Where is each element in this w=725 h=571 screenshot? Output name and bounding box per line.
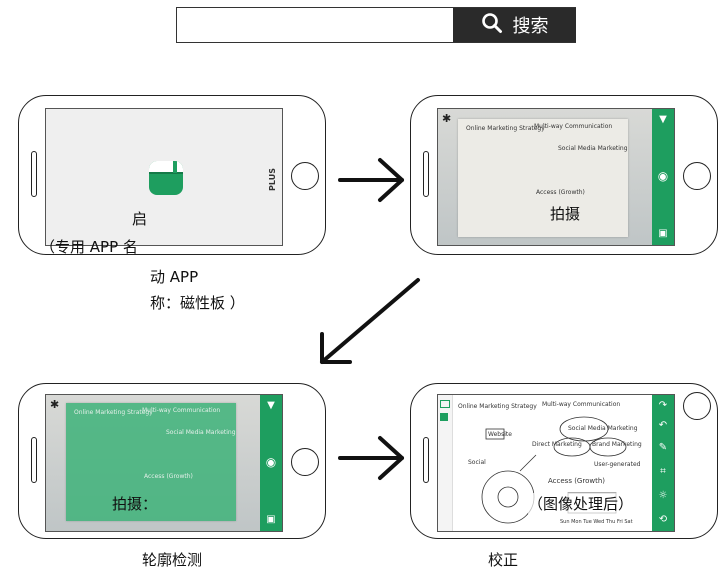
rotate-icon[interactable]: ⟲ xyxy=(658,514,668,525)
app-side-text: PLUS xyxy=(268,168,278,191)
caption-launch-line4: 称：磁性板 ） xyxy=(150,294,245,312)
contour-overlay-label: 拍摄： xyxy=(112,495,158,513)
search-input[interactable] xyxy=(177,8,452,42)
home-button xyxy=(291,448,319,476)
phone-speaker-slot xyxy=(31,151,37,197)
camera-sidebar: ▼ ◉ ▣ xyxy=(652,109,674,245)
caption-contour: 轮廓检测 xyxy=(142,551,203,569)
search-icon xyxy=(481,12,503,39)
caption-correction: 校正 xyxy=(488,551,519,569)
camera-shutter-icon[interactable]: ◉ xyxy=(657,169,669,183)
phone-screen: ✱ Online Marketing Strategy Multi-way Co… xyxy=(437,108,675,246)
phone-screen: ✱ Online Marketing Strategy Multi-way Co… xyxy=(45,394,283,532)
search-button-label: 搜索 xyxy=(512,16,549,37)
phone-screen: PLUS xyxy=(45,108,283,246)
phone-step-launch: PLUS xyxy=(18,95,326,255)
left-toolbar xyxy=(438,395,453,531)
processed-label: （图像处理后） xyxy=(528,493,634,514)
app-icon[interactable] xyxy=(149,161,183,195)
layers-icon[interactable] xyxy=(440,400,450,408)
phone-screen: Online Marketing Strategy Multi-way Comm… xyxy=(437,394,675,532)
gallery-icon[interactable]: ▣ xyxy=(266,514,276,525)
phone-speaker-slot xyxy=(423,437,429,483)
search-bar: 搜索 xyxy=(176,7,576,43)
edit-sidebar: ↷ ↶ ✎ ⌗ ☼ ⟲ xyxy=(652,395,674,531)
capture-label: 拍摄 xyxy=(550,205,581,223)
phone-step-correction: Online Marketing Strategy Multi-way Comm… xyxy=(410,383,718,539)
phone-speaker-slot xyxy=(31,437,37,483)
pen-icon[interactable]: ✎ xyxy=(658,442,668,453)
phone-step-contour: ✱ Online Marketing Strategy Multi-way Co… xyxy=(18,383,326,539)
caption-launch-line3: 动 APP xyxy=(150,268,199,286)
flashlight-icon[interactable]: ▼ xyxy=(267,400,275,411)
crop-mode-icon[interactable] xyxy=(440,413,448,421)
settings-gear-icon[interactable]: ✱ xyxy=(50,398,60,411)
home-button xyxy=(683,162,711,190)
whiteboard-photo: Online Marketing Strategy Multi-way Comm… xyxy=(458,119,628,237)
home-button xyxy=(683,392,711,420)
settings-gear-icon[interactable]: ✱ xyxy=(442,112,452,125)
undo-icon[interactable]: ↶ xyxy=(658,420,668,431)
gallery-icon[interactable]: ▣ xyxy=(658,228,668,239)
caption-launch-line2: （专用 APP 名 xyxy=(40,238,138,256)
crop-icon[interactable]: ⌗ xyxy=(660,466,666,477)
home-button xyxy=(291,162,319,190)
camera-shutter-icon[interactable]: ◉ xyxy=(265,455,277,469)
flashlight-icon[interactable]: ▼ xyxy=(659,114,667,125)
brightness-icon[interactable]: ☼ xyxy=(658,490,668,501)
camera-sidebar: ▼ ◉ ▣ xyxy=(260,395,282,531)
whiteboard-photo: Online Marketing Strategy Multi-way Comm… xyxy=(66,403,236,521)
search-button[interactable]: 搜索 xyxy=(453,8,576,42)
redo-icon[interactable]: ↷ xyxy=(658,400,668,411)
phone-speaker-slot xyxy=(423,151,429,197)
caption-launch-line1: 启 xyxy=(132,210,148,228)
phone-step-capture: ✱ Online Marketing Strategy Multi-way Co… xyxy=(410,95,718,255)
